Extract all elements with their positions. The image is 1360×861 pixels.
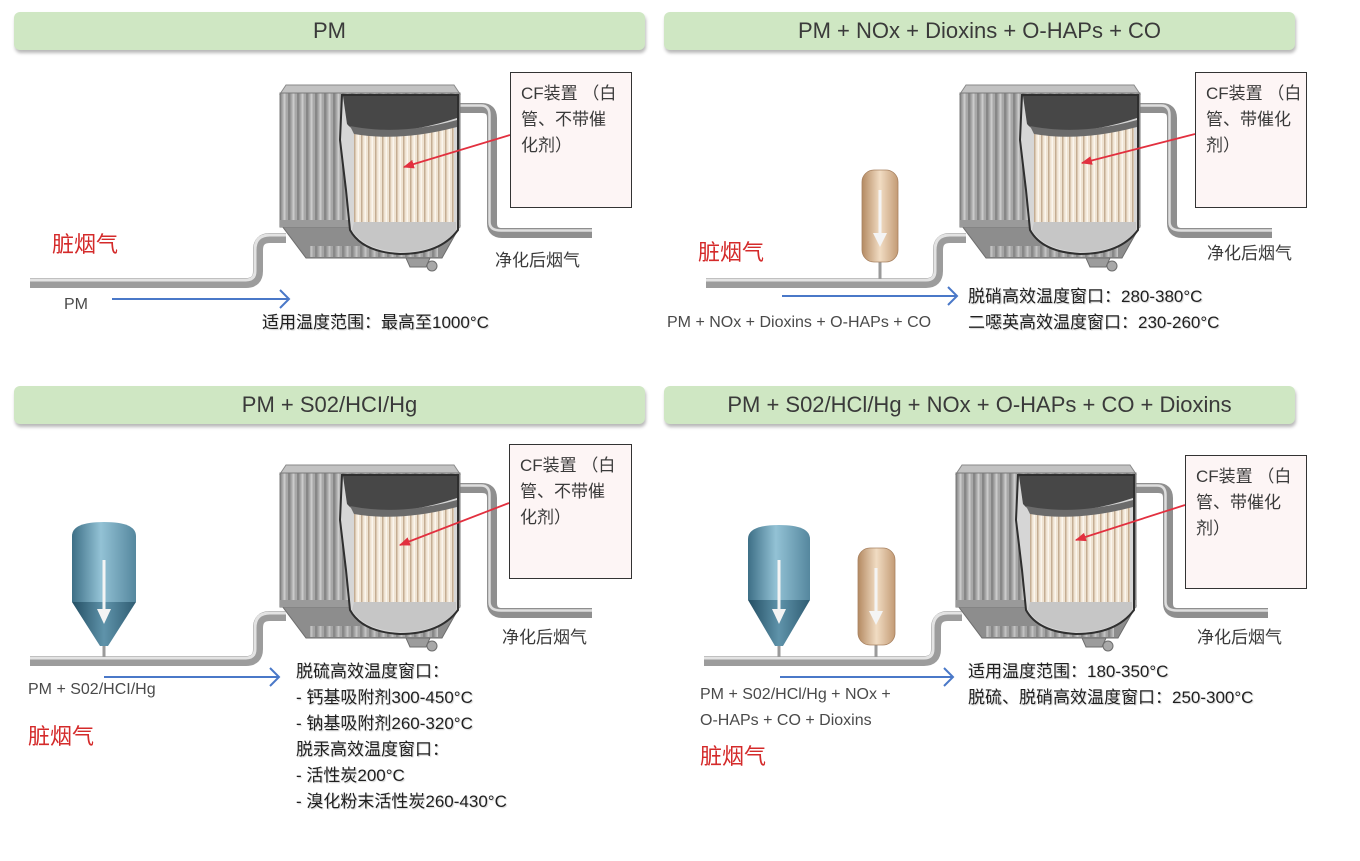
callout-arrow [398, 502, 510, 546]
panel-title: PM + NOx + Dioxins + O-HAPs + CO [664, 12, 1295, 50]
pollutant-flow-label: PM + S02/HCI/Hg [28, 681, 156, 698]
temperature-notes: 适用温度范围：最高至1000°C [262, 310, 489, 336]
cf-callout-box: CF装置 （白 管、不带催 化剂） [510, 72, 632, 208]
cf-callout-line: 化剂） [520, 508, 571, 527]
sorbent-silo [748, 525, 810, 657]
temperature-note: 二噁英高效温度窗口：230-260°C [968, 313, 1220, 332]
cf-callout-line: CF装置 （白 [1196, 467, 1292, 486]
clean-gas-label: 净化后烟气 [1197, 628, 1282, 647]
pollutant-flow-line: PM + S02/HCl/Hg + NOx + [700, 686, 891, 703]
temperature-note: - 溴化粉末活性炭260-430°C [296, 792, 507, 811]
pollutant-flow-label: PM + NOx + Dioxins + O-HAPs + CO [667, 314, 932, 331]
cf-callout-box: CF装置 （白 管、带催化 剂） [1195, 72, 1307, 208]
clean-gas-label: 净化后烟气 [495, 251, 580, 270]
cf-callout-line: 管、带催化 [1206, 110, 1291, 129]
temperature-note: - 钙基吸附剂300-450°C [296, 688, 473, 707]
temperature-note: - 钠基吸附剂260-320°C [296, 714, 473, 733]
dirty-gas-label: 脏烟气 [52, 232, 119, 257]
temperature-note: 脱硫、脱硝高效温度窗口：250-300°C [968, 688, 1254, 707]
flow-arrow [780, 667, 955, 687]
reagent-tank [857, 547, 896, 657]
cf-callout-line: 化剂） [521, 136, 572, 155]
cf-callout-box: CF装置 （白 管、不带催 化剂） [509, 444, 632, 579]
down-arrow-icon [873, 190, 887, 247]
callout-arrow [1080, 133, 1196, 165]
cf-callout-line: 剂） [1206, 136, 1240, 155]
temperature-notes: 适用温度范围：180-350°C 脱硫、脱硝高效温度窗口：250-300°C [968, 659, 1253, 711]
inlet-pipe [30, 611, 286, 666]
cf-callout-line: CF装置 （白 [1206, 84, 1302, 103]
callout-arrow [402, 134, 511, 169]
cf-callout-line: 管、不带催 [521, 110, 606, 129]
cf-callout-box: CF装置 （白 管、带催化 剂） [1185, 455, 1307, 589]
down-arrow-icon [772, 560, 786, 624]
flow-arrow [112, 289, 291, 309]
clean-gas-label: 净化后烟气 [502, 628, 587, 647]
temperature-notes: 脱硝高效温度窗口：280-380°C 二噁英高效温度窗口：230-260°C [968, 284, 1219, 336]
inlet-pipe [704, 611, 962, 666]
inlet-pipe [30, 233, 286, 288]
inlet-pipe [706, 233, 966, 288]
flow-arrow [782, 286, 959, 306]
callout-arrow [1074, 504, 1186, 542]
temperature-notes: 脱硫高效温度窗口： - 钙基吸附剂300-450°C - 钠基吸附剂260-32… [296, 659, 507, 815]
temperature-note: 脱硫高效温度窗口： [296, 662, 449, 681]
temperature-note: 脱硝高效温度窗口：280-380°C [968, 287, 1203, 306]
cf-callout-line: 管、带催化 [1196, 493, 1281, 512]
down-arrow-icon [97, 560, 111, 624]
dirty-gas-label: 脏烟气 [28, 724, 95, 749]
dirty-gas-label: 脏烟气 [700, 744, 767, 769]
temperature-note: - 活性炭200°C [296, 766, 405, 785]
reagent-tank [861, 169, 899, 279]
pollutant-flow-line: O-HAPs + CO + Dioxins [700, 712, 872, 729]
panel-title: PM [14, 12, 645, 50]
down-arrow-icon [869, 568, 883, 625]
cf-callout-line: CF装置 （白 [520, 456, 616, 475]
sorbent-silo [72, 522, 136, 657]
pollutant-flow-label: PM [64, 296, 88, 313]
panel-title: PM + S02/HCI/Hg [14, 386, 645, 424]
clean-gas-label: 净化后烟气 [1207, 244, 1292, 263]
panel-pm-nox-graphics [706, 85, 1272, 306]
panel-pm-so2-graphics [30, 465, 592, 687]
temperature-note: 适用温度范围：最高至1000°C [262, 313, 489, 332]
cf-callout-line: 管、不带催 [520, 482, 605, 501]
temperature-note: 适用温度范围：180-350°C [968, 662, 1169, 681]
flow-arrow [104, 667, 281, 687]
temperature-note: 脱汞高效温度窗口： [296, 740, 449, 759]
panel-title: PM + S02/HCl/Hg + NOx + O-HAPs + CO + Di… [664, 386, 1295, 424]
panel-pm-graphics [30, 85, 592, 309]
cf-callout-line: CF装置 （白 [521, 84, 617, 103]
pollutant-flow-label: PM + S02/HCl/Hg + NOx + O-HAPs + CO + Di… [700, 682, 891, 734]
panel-full-graphics [704, 465, 1268, 687]
dirty-gas-label: 脏烟气 [698, 240, 765, 265]
cf-callout-line: 剂） [1196, 519, 1230, 538]
